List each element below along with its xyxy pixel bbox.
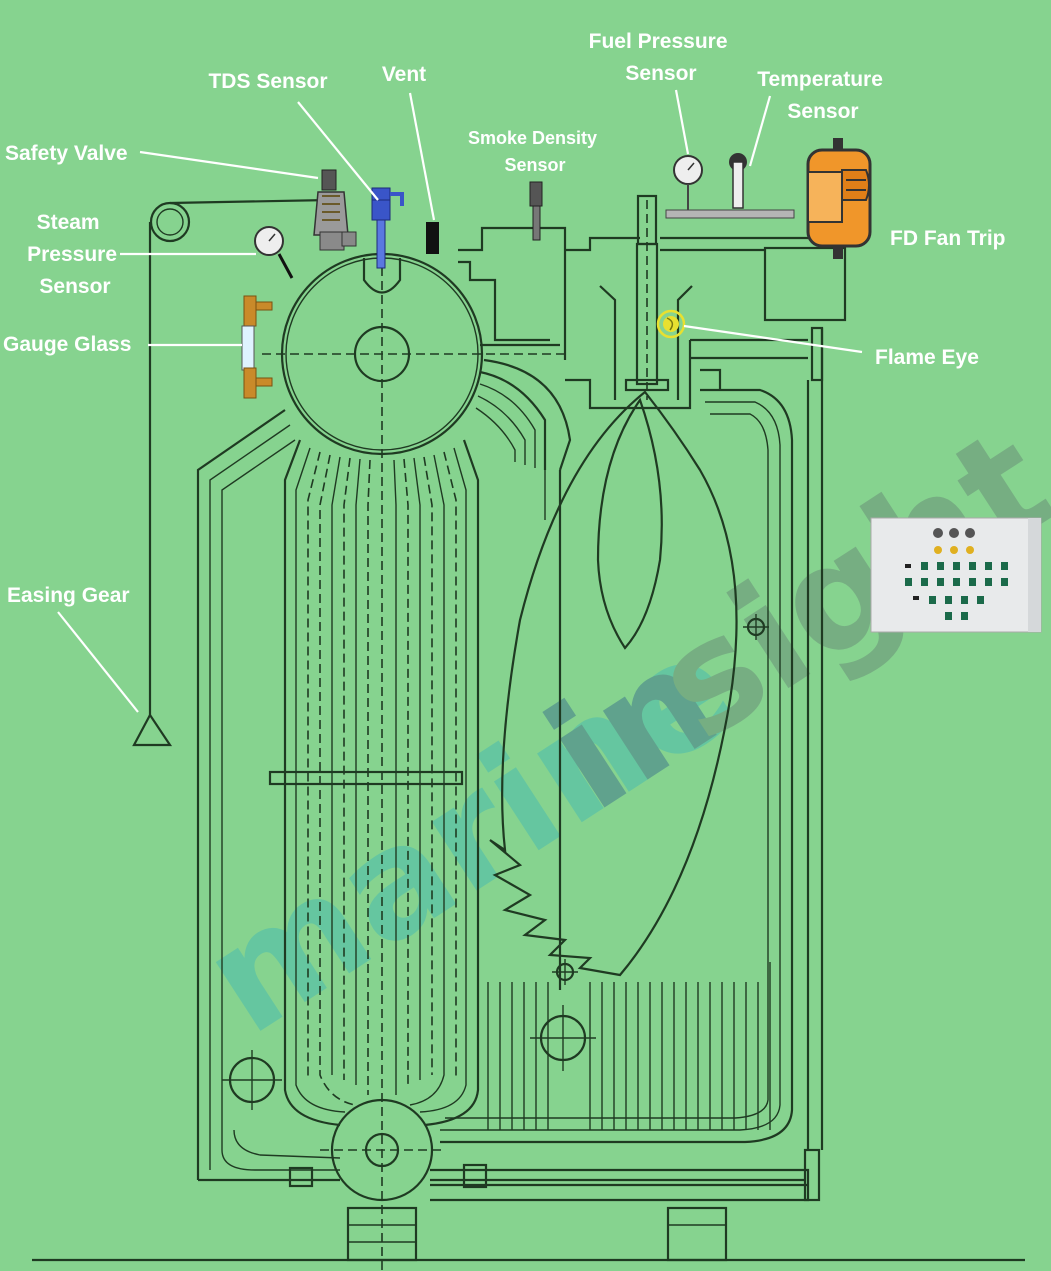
leader-lines: [57, 89, 863, 713]
temperature-sensor-icon: [729, 153, 747, 209]
outer-casing: [196, 326, 824, 1182]
fuel-pressure-gauge-icon: [665, 155, 795, 219]
label-easing-gear: Easing Gear: [7, 584, 130, 607]
port-furnace-small: [552, 959, 578, 985]
burner: [624, 194, 670, 400]
label-safety-valve: Safety Valve: [5, 142, 128, 165]
leader-tds-sensor: [297, 101, 379, 201]
flame: [489, 390, 738, 977]
port-left-lower: [222, 1050, 282, 1110]
label-fd-fan-trip: FD Fan Trip: [890, 227, 1006, 250]
tube-bank: [268, 439, 480, 1127]
label-fuel-pressure-sensor: Fuel Pressure Sensor: [589, 30, 734, 85]
label-gauge-glass: Gauge Glass: [3, 333, 131, 356]
leader-fuel-pressure: [674, 89, 690, 155]
label-tds-sensor: TDS Sensor: [208, 70, 327, 93]
label-steam-pressure-sensor: Steam Pressure Sensor: [27, 211, 123, 298]
gauge-glass-icon: [241, 295, 273, 399]
label-smoke-density-sensor: Smoke Density Sensor: [468, 128, 602, 175]
smoke-density-sensor-icon: [529, 181, 543, 241]
water-drum: [320, 1098, 445, 1202]
base-structure: [32, 1148, 1025, 1262]
furnace-tubes: [440, 358, 794, 1144]
fd-fan-motor-icon: [806, 138, 872, 259]
easing-gear-handle-icon: [132, 712, 173, 747]
steam-pressure-gauge-icon: [254, 226, 294, 279]
port-furnace-lower: [530, 1005, 596, 1071]
inspection-ports: [222, 614, 769, 1110]
uptake-housing: [458, 226, 847, 410]
leader-easing-gear: [57, 611, 139, 713]
safety-valve-icon: [313, 169, 357, 251]
labels: Fuel Pressure Sensor TDS Sensor Vent Tem…: [3, 30, 1006, 607]
port-right-small: [743, 614, 769, 640]
easing-gear-mechanism: [132, 198, 331, 747]
flame-eye-icon: [656, 309, 686, 339]
tds-sensor-icon: [371, 187, 404, 269]
leader-temperature: [748, 95, 772, 167]
leader-vent: [408, 92, 436, 221]
leader-flame-eye: [683, 324, 863, 354]
watermark: marine in sight: [175, 396, 1051, 1068]
label-vent: Vent: [382, 63, 426, 86]
vent-icon: [426, 222, 439, 254]
control-panel-icon: [870, 517, 1042, 633]
label-temperature-sensor: Temperature Sensor: [757, 68, 889, 123]
leader-safety-valve: [139, 150, 319, 180]
label-flame-eye: Flame Eye: [875, 346, 979, 369]
